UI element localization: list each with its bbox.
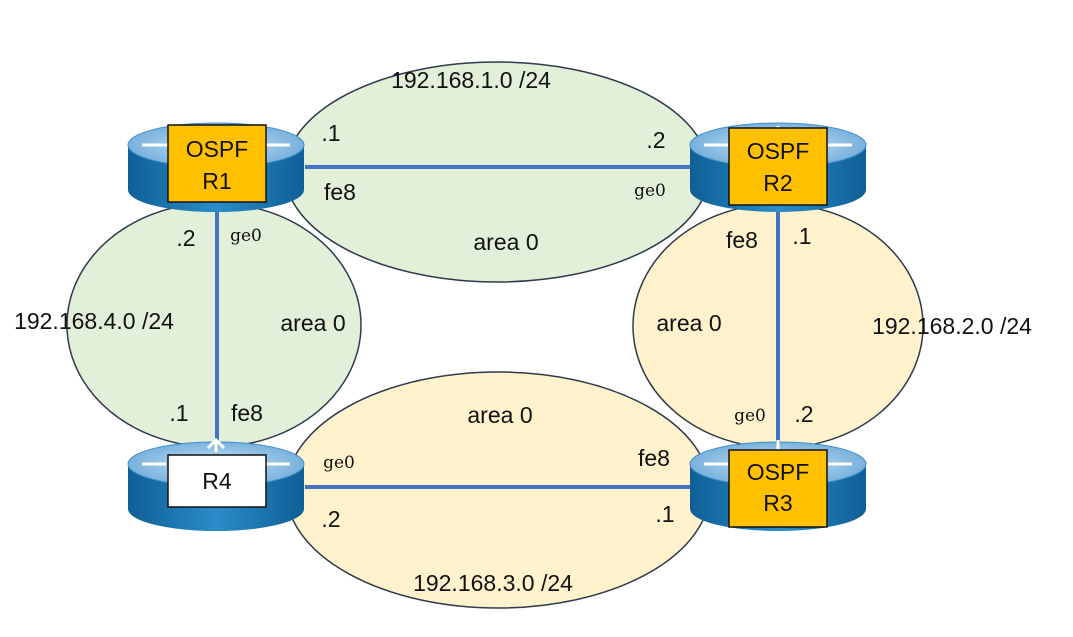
router-r4[interactable]: R4 (127, 437, 305, 531)
r2-n2-if-label: fe8 (726, 227, 758, 253)
r1-n4-if-label: ge0 (230, 226, 262, 246)
router-r3-protocol: OSPF (747, 459, 810, 485)
r4-n4-if-label: fe8 (231, 400, 263, 426)
r3-n2-ip-label: .2 (794, 401, 813, 427)
r1-n1-if-label: fe8 (324, 179, 356, 205)
r4-n3-if-label: ge0 (323, 453, 355, 473)
r3-n3-if-label: fe8 (638, 445, 670, 471)
router-arrows-icon (142, 437, 290, 466)
r3-n2-if-label: ge0 (734, 406, 766, 426)
r2-n2-ip-label: .1 (792, 223, 811, 249)
r1-n1-ip-label: .1 (321, 120, 340, 146)
area-label-n4: area 0 (280, 310, 345, 336)
r1-n4-ip-label: .2 (176, 225, 195, 251)
router-r3-box (728, 449, 828, 528)
r4-n3-ip-label: .2 (321, 506, 340, 532)
subnet-label-n3: 192.168.3.0 /24 (413, 570, 573, 596)
subnet-label-n2: 192.168.2.0 /24 (872, 313, 1032, 339)
router-r2-protocol: OSPF (747, 138, 810, 164)
area-label-n3: area 0 (467, 402, 532, 428)
router-r1[interactable]: OSPF R1 (127, 122, 305, 212)
router-r2-name: R2 (763, 170, 792, 196)
r2-n1-ip-label: .2 (646, 127, 665, 153)
r4-n4-ip-label: .1 (169, 400, 188, 426)
router-r3[interactable]: OSPF R3 (689, 440, 867, 531)
r2-n1-if-label: ge0 (634, 181, 666, 201)
router-r2[interactable]: OSPF R2 (689, 122, 867, 212)
subnet-label-n1: 192.168.1.0 /24 (391, 67, 551, 93)
subnet-label-n4: 192.168.4.0 /24 (14, 308, 174, 334)
area-label-n2: area 0 (656, 310, 721, 336)
router-r3-name: R3 (763, 490, 792, 516)
router-r1-box (167, 124, 267, 203)
router-r1-name: R1 (202, 168, 231, 194)
r3-n3-ip-label: .1 (655, 501, 674, 527)
router-r1-protocol: OSPF (186, 136, 249, 162)
router-arrows-icon (704, 440, 852, 466)
router-r2-box (728, 127, 828, 206)
area-label-n1: area 0 (473, 229, 538, 255)
router-r4-box (167, 454, 267, 508)
router-r4-name: R4 (202, 468, 232, 494)
